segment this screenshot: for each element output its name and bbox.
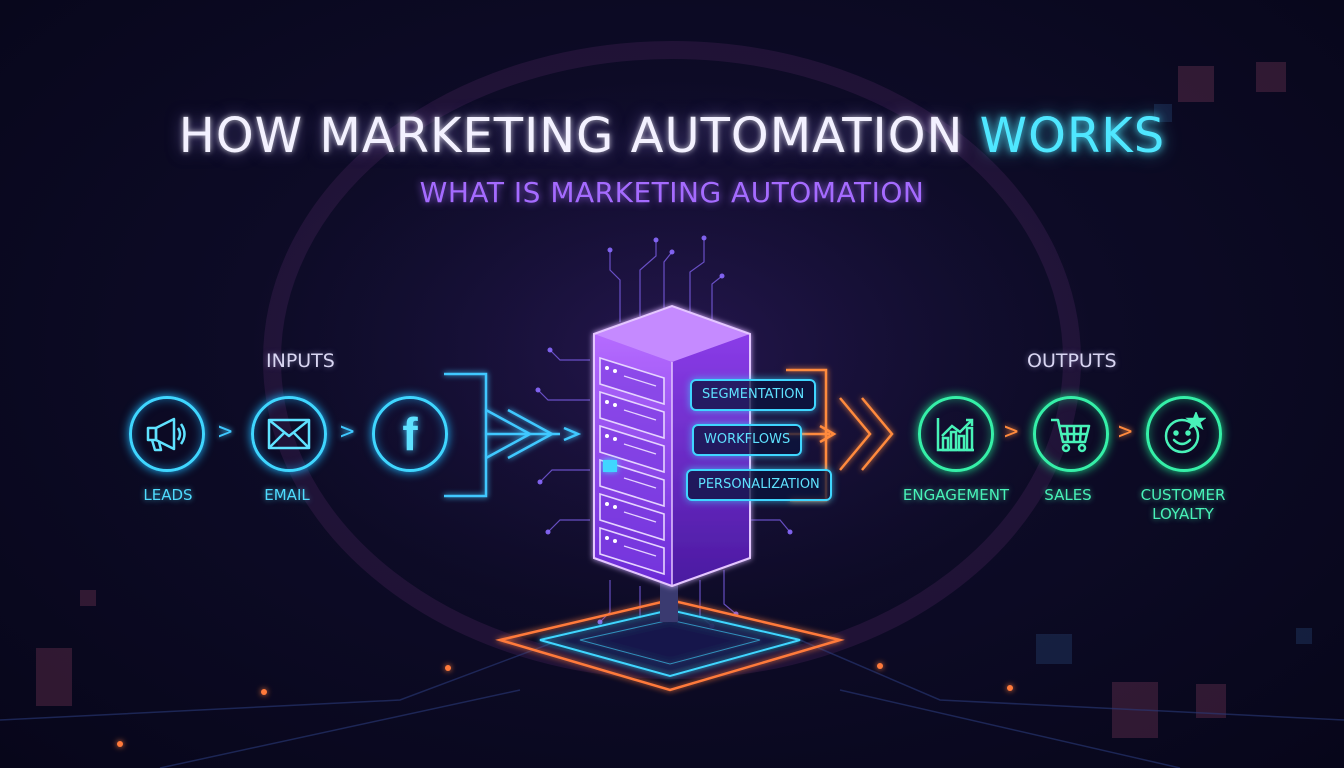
tag-segmentation: SEGMENTATION xyxy=(690,379,817,411)
circuit-traces xyxy=(537,238,791,627)
tag-personalization: PERSONALIZATION xyxy=(686,469,832,501)
server-drive-leds xyxy=(605,366,617,543)
server-drive-lines xyxy=(623,375,657,557)
output-chevron-2: > xyxy=(1118,417,1133,445)
loyalty-node xyxy=(1146,396,1222,472)
page-title: HOW MARKETING AUTOMATION WORKS xyxy=(0,108,1344,164)
inputs-label: INPUTS xyxy=(266,350,335,372)
leads-node xyxy=(129,396,205,472)
floor-lines xyxy=(0,639,1344,768)
outputs-label: OUTPUTS xyxy=(1027,350,1117,372)
server-stand xyxy=(660,582,678,622)
title-main: HOW MARKETING AUTOMATION xyxy=(178,108,964,164)
loyalty-label: CUSTOMER LOYALTY xyxy=(1140,486,1226,523)
bar-chart-icon xyxy=(936,418,974,452)
output-chevron-1: > xyxy=(1004,417,1019,445)
shopping-cart-icon xyxy=(1051,418,1091,453)
email-label: EMAIL xyxy=(264,486,310,504)
tag-workflows: WORKFLOWS xyxy=(692,424,803,456)
decorative-squares xyxy=(36,62,1312,738)
input-chevron-1: > xyxy=(218,417,233,445)
leads-label: LEADS xyxy=(143,486,193,504)
email-node xyxy=(251,396,327,472)
envelope-icon xyxy=(267,418,311,450)
server-highlight-bay-led xyxy=(603,460,617,472)
title-accent: WORKS xyxy=(979,108,1166,164)
input-chevron-2: > xyxy=(340,417,355,445)
smiley-star-icon xyxy=(1164,412,1206,454)
engagement-label: ENGAGEMENT xyxy=(902,486,1010,504)
floor-dots xyxy=(117,663,1013,747)
sales-node xyxy=(1033,396,1109,472)
facebook-icon: f xyxy=(402,408,418,460)
server-base-platform xyxy=(495,598,845,692)
input-connectors xyxy=(444,372,582,498)
sales-label: SALES xyxy=(1044,486,1092,504)
facebook-node: f xyxy=(372,396,448,472)
megaphone-icon xyxy=(146,417,186,452)
engagement-node xyxy=(918,396,994,472)
page-subtitle: WHAT IS MARKETING AUTOMATION xyxy=(419,176,925,209)
